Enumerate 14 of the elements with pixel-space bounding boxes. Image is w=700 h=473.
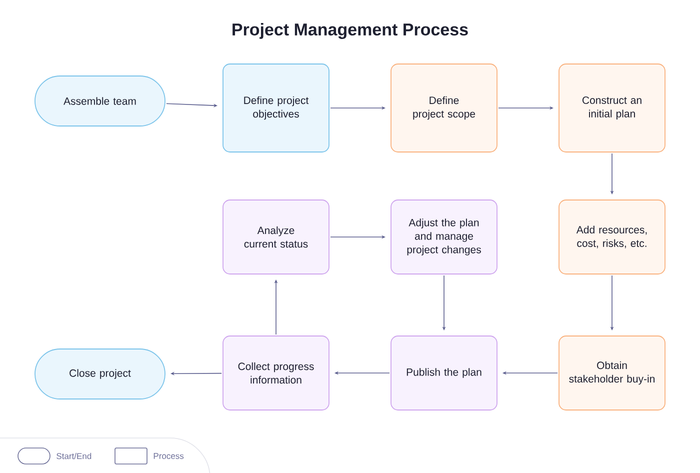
terminal-box: Assemble team <box>34 76 166 126</box>
process-box: Collect progress information <box>222 336 330 410</box>
process-box: Adjust the plan and manage project changes <box>390 200 498 274</box>
process-box: Define project objectives <box>222 64 330 152</box>
title: Project Management Process <box>232 23 468 39</box>
process-box: Add resources, cost, risks, etc. <box>558 200 666 274</box>
legend-label: Start/End <box>56 452 92 460</box>
process-box: Define project scope <box>390 64 498 152</box>
process-box: Construct an initial plan <box>558 64 666 152</box>
process-box: Publish the plan <box>390 336 498 410</box>
terminal-box: Close project <box>34 348 166 400</box>
legend-label: Process <box>154 453 184 459</box>
process-box: Analyze current status <box>222 200 330 274</box>
process-box: Obtain stakeholder buy-in <box>558 336 666 410</box>
